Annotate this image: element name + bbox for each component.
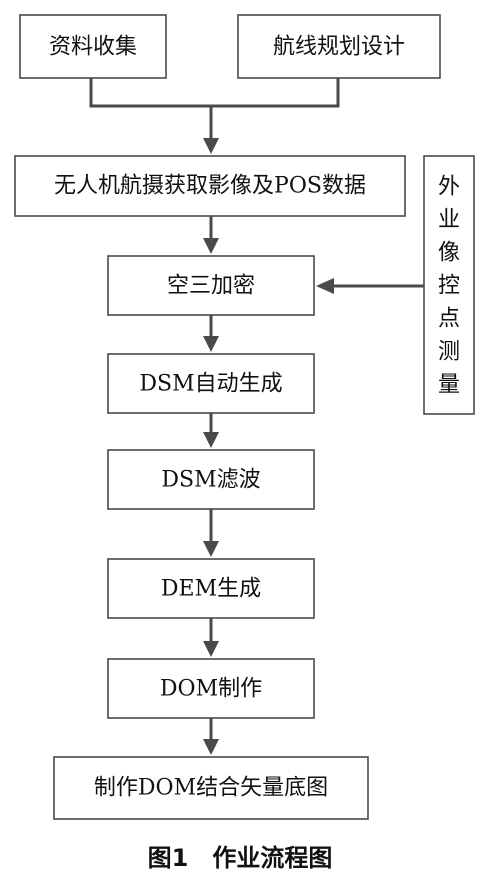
node-uav-box [14, 155, 406, 217]
node-field-char: 测 [438, 340, 460, 365]
node-dsm-gen-box [107, 353, 315, 414]
arrowhead-dem-to-dom [203, 641, 219, 657]
node-route-box [237, 14, 441, 79]
node-final-label: 制作DOM结合矢量底图 [94, 776, 328, 801]
node-dsm-filter-label: DSM滤波 [161, 468, 260, 493]
node-field-char: 外 [438, 175, 460, 200]
arrowhead-dsm-filter-to-dem [203, 541, 219, 557]
node-uav-label: 无人机航摄获取影像及POS数据 [54, 174, 366, 199]
node-dom-label: DOM制作 [160, 677, 262, 702]
node-final-box [53, 756, 369, 820]
arrowhead-aerotri-to-dsm-gen [203, 336, 219, 352]
node-field-char: 点 [438, 307, 460, 332]
node-collect-label: 资料收集 [49, 35, 137, 60]
node-collect-box [19, 14, 167, 79]
arrowhead-uav-to-aerotri [203, 238, 219, 254]
node-route-label: 航线规划设计 [273, 35, 405, 60]
arrowhead-field-to-aerotri [316, 278, 334, 294]
node-dem-label: DEM生成 [161, 577, 261, 602]
node-aerotri-label: 空三加密 [167, 274, 255, 299]
merge-connector [89, 78, 340, 108]
node-dem-box [107, 558, 315, 619]
node-dsm-gen-label: DSM自动生成 [139, 372, 282, 397]
node-field-char: 量 [438, 373, 460, 398]
node-field-char: 业 [438, 208, 460, 233]
node-field-char: 像 [438, 241, 460, 266]
arrowhead-dsm-gen-to-dsm-filter [203, 432, 219, 448]
figure-caption: 图1 作业流程图 [148, 844, 333, 872]
arrowhead-dom-to-final [203, 739, 219, 755]
arrowhead-merge-to-uav [203, 138, 219, 154]
node-field-char: 控 [438, 274, 460, 299]
node-field-box [423, 155, 475, 415]
